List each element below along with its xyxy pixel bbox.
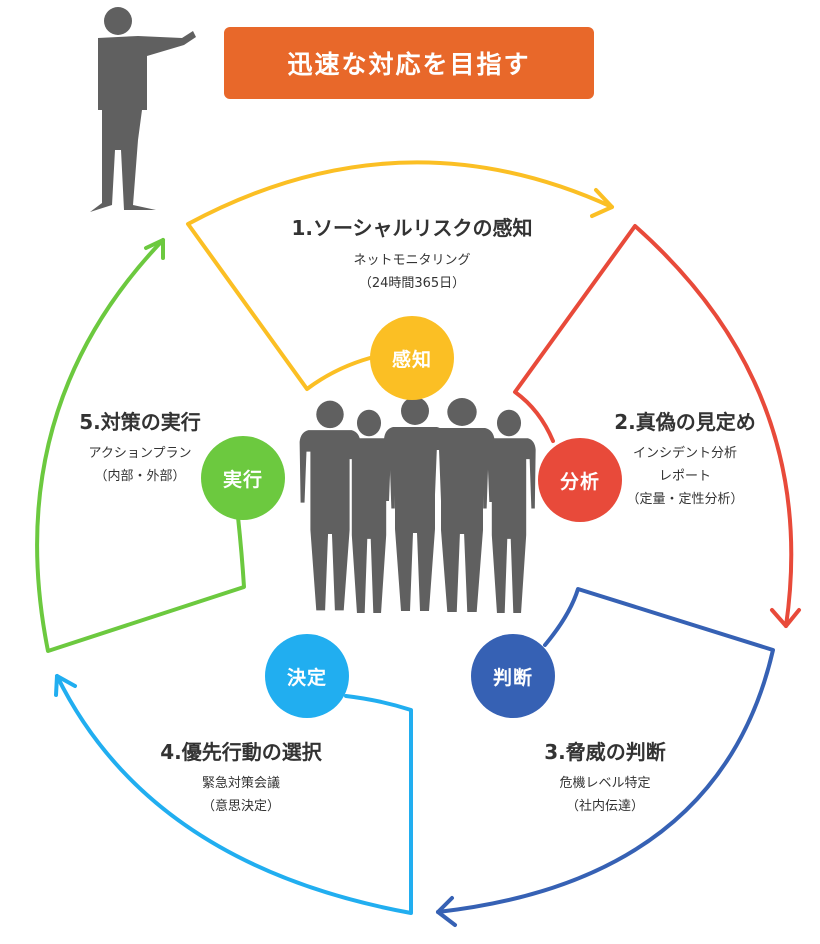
step-2-circle: 分析 [538, 438, 622, 522]
step-4-text: 4.優先行動の選択 緊急対策会議 （意思決定） [126, 736, 356, 818]
step-4-title: 4.優先行動の選択 [160, 740, 322, 764]
step-2-line-3: （定量・定性分析） [626, 492, 744, 507]
arc-arrow-1 [186, 160, 614, 391]
step-4-line-2: （意思決定） [201, 799, 280, 814]
step-1-text: 1.ソーシャルリスクの感知 ネットモニタリング （24時間365日） [262, 212, 562, 295]
step-5-line-2: （内部・外部） [94, 469, 186, 484]
presenter-silhouette [90, 7, 196, 212]
step-3-circle: 判断 [471, 634, 555, 718]
step-3-line-1: 危機レベル特定 [559, 776, 651, 791]
step-2-line-1: インシデント分析 [632, 446, 737, 461]
step-1-circle: 感知 [370, 316, 454, 400]
step-2-line-2: レポート [658, 469, 711, 484]
step-4-circle: 決定 [265, 634, 349, 718]
step-1-line-2: （24時間365日） [358, 276, 466, 291]
step-5-line-1: アクションプラン [88, 446, 192, 461]
page-title-banner: 迅速な対応を目指す [224, 27, 594, 99]
step-2-text: 2.真偽の見定め インシデント分析 レポート （定量・定性分析） [585, 406, 785, 511]
step-5-text: 5.対策の実行 アクションプラン （内部・外部） [50, 406, 230, 488]
arc-arrow-5 [35, 238, 246, 653]
step-3-line-2: （社内伝達） [565, 799, 644, 814]
step-5-circle: 実行 [201, 436, 285, 520]
arc-arrow-4 [54, 674, 413, 915]
step-1-line-1: ネットモニタリング [353, 253, 471, 268]
step-2-title: 2.真偽の見定め [614, 410, 756, 434]
step-5-title: 5.対策の実行 [79, 410, 201, 434]
team-silhouette [299, 397, 536, 613]
arc-arrow-2 [513, 224, 801, 628]
step-3-title: 3.脅威の判断 [544, 740, 666, 764]
step-1-title: 1.ソーシャルリスクの感知 [291, 216, 533, 240]
step-3-text: 3.脅威の判断 危機レベル特定 （社内伝達） [505, 736, 705, 818]
arc-arrow-3 [436, 587, 775, 927]
step-4-line-1: 緊急対策会議 [201, 776, 280, 791]
